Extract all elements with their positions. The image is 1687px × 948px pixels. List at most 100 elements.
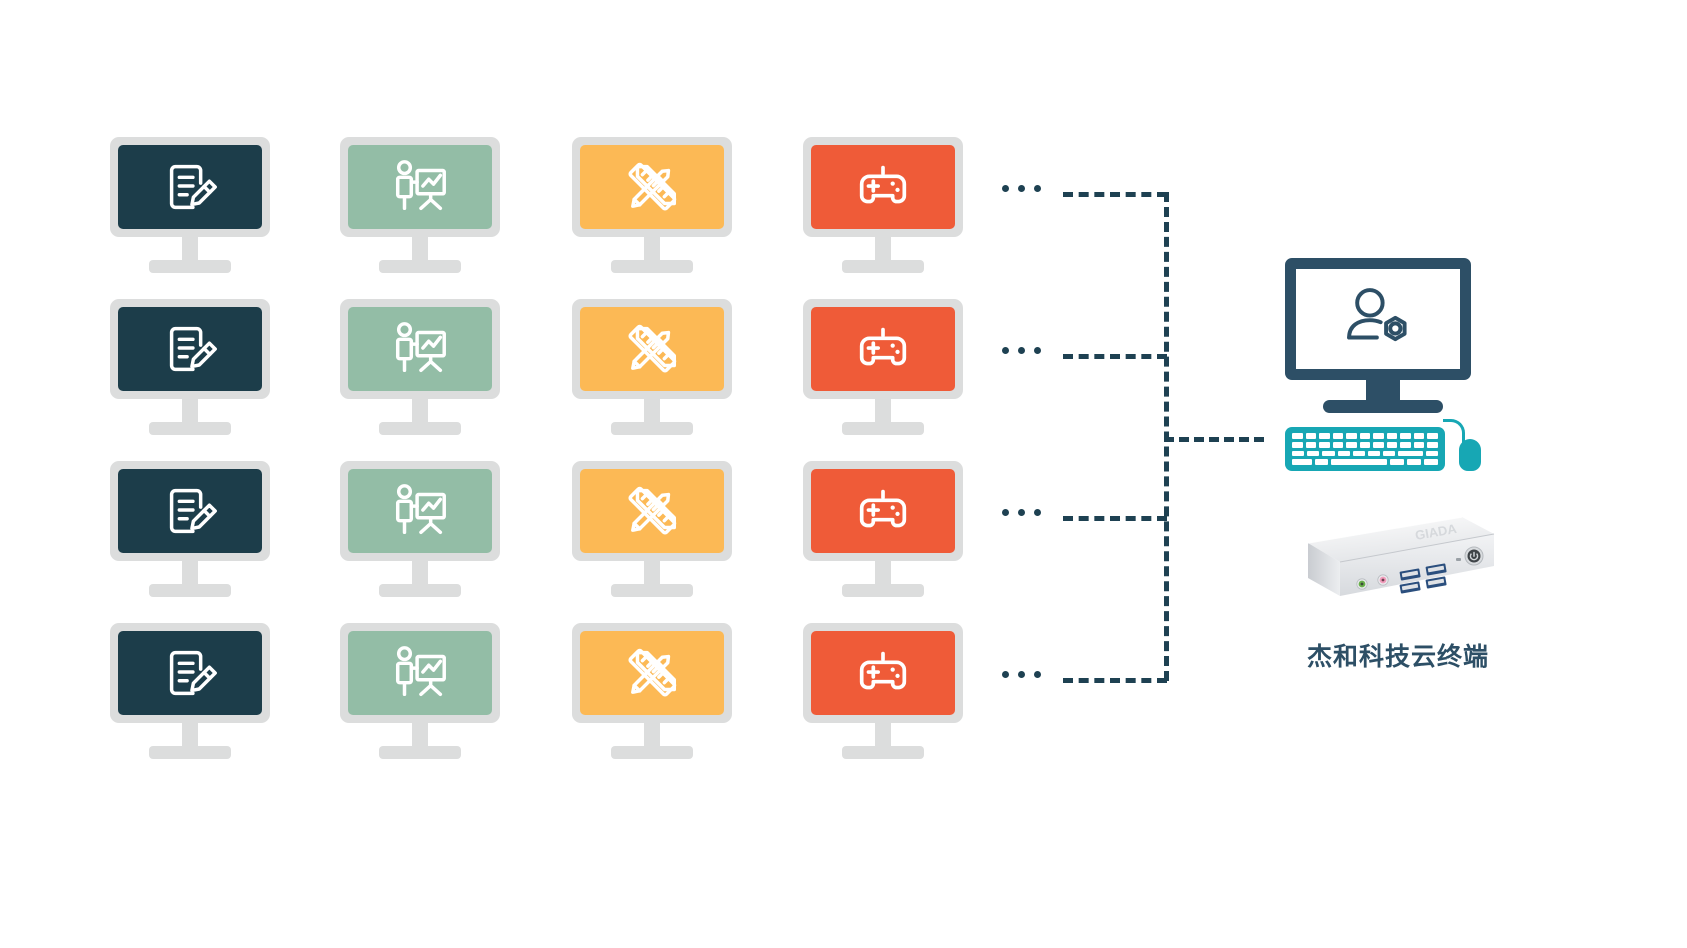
client-monitor-design[interactable]: [572, 461, 732, 597]
monitor-bezel: [572, 137, 732, 237]
admin-workstation: [1285, 258, 1481, 471]
monitor-neck: [644, 723, 660, 746]
monitor-neck: [412, 237, 428, 260]
branch-line-row-4: [1063, 678, 1167, 683]
admin-monitor: [1285, 258, 1481, 413]
monitor-bezel: [110, 137, 270, 237]
ruler-pencil-icon: [621, 318, 683, 380]
monitor-bezel: [572, 461, 732, 561]
monitor-base: [611, 746, 693, 759]
gamepad-icon: [852, 156, 914, 218]
client-monitor-presentation[interactable]: [340, 461, 500, 597]
monitor-screen: [811, 307, 955, 391]
monitor-screen: [348, 307, 492, 391]
client-monitor-gaming[interactable]: [803, 623, 963, 759]
monitor-neck: [644, 237, 660, 260]
monitor-screen: [811, 469, 955, 553]
monitor-bezel: [110, 623, 270, 723]
monitor-screen: [580, 631, 724, 715]
monitor-bezel: [572, 623, 732, 723]
client-monitor-gaming[interactable]: [803, 299, 963, 435]
document-pencil-icon: [159, 318, 221, 380]
monitor-base: [842, 746, 924, 759]
monitor-neck: [875, 399, 891, 422]
monitor-base: [842, 584, 924, 597]
trunk-to-admin-line: [1164, 437, 1264, 442]
client-monitor-document[interactable]: [110, 623, 270, 759]
monitor-base: [842, 422, 924, 435]
monitor-neck: [182, 561, 198, 584]
client-monitor-presentation[interactable]: [340, 299, 500, 435]
client-monitor-design[interactable]: [572, 623, 732, 759]
monitor-screen: [118, 469, 262, 553]
client-monitor-document[interactable]: [110, 299, 270, 435]
monitor-base: [379, 746, 461, 759]
presentation-chart-icon: [389, 156, 451, 218]
monitor-bezel: [803, 461, 963, 561]
monitor-neck: [182, 399, 198, 422]
monitor-neck: [182, 237, 198, 260]
monitor-base: [149, 746, 231, 759]
monitor-bezel: [340, 461, 500, 561]
monitor-base: [149, 260, 231, 273]
monitor-neck: [182, 723, 198, 746]
keyboard-row: [1292, 441, 1439, 448]
monitor-screen: [580, 469, 724, 553]
gamepad-icon: [852, 642, 914, 704]
monitor-base: [379, 260, 461, 273]
monitor-bezel: [340, 299, 500, 399]
client-monitor-design[interactable]: [572, 137, 732, 273]
monitor-base: [842, 260, 924, 273]
keyboard-row: [1292, 450, 1439, 457]
keyboard-row: [1292, 433, 1439, 439]
client-monitor-presentation[interactable]: [340, 623, 500, 759]
monitor-neck: [644, 561, 660, 584]
monitor-bezel: [340, 623, 500, 723]
monitor-neck: [875, 723, 891, 746]
monitor-base: [149, 422, 231, 435]
monitor-base: [379, 584, 461, 597]
monitor-screen: [118, 145, 262, 229]
document-pencil-icon: [159, 642, 221, 704]
monitor-bezel: [110, 299, 270, 399]
mouse-cord: [1443, 419, 1465, 443]
client-monitor-design[interactable]: [572, 299, 732, 435]
ruler-pencil-icon: [621, 156, 683, 218]
admin-monitor-base: [1323, 400, 1443, 413]
ruler-pencil-icon: [621, 480, 683, 542]
monitor-base: [149, 584, 231, 597]
monitor-base: [379, 422, 461, 435]
svg-text:GIADA: GIADA: [1414, 521, 1458, 543]
monitor-neck: [412, 723, 428, 746]
monitor-base: [611, 422, 693, 435]
monitor-base: [611, 584, 693, 597]
admin-monitor-neck: [1366, 380, 1400, 400]
monitor-screen: [811, 631, 955, 715]
monitor-neck: [412, 399, 428, 422]
monitor-screen: [348, 145, 492, 229]
monitor-bezel: [803, 623, 963, 723]
monitor-screen: [118, 307, 262, 391]
client-monitor-document[interactable]: [110, 461, 270, 597]
row-ellipsis: [1002, 185, 1041, 192]
gamepad-icon: [852, 480, 914, 542]
presentation-chart-icon: [389, 480, 451, 542]
trunk-line: [1164, 192, 1169, 681]
monitor-neck: [412, 561, 428, 584]
user-gear-icon: [1347, 288, 1407, 342]
client-monitor-document[interactable]: [110, 137, 270, 273]
monitor-bezel: [110, 461, 270, 561]
row-ellipsis: [1002, 671, 1041, 678]
ruler-pencil-icon: [621, 642, 683, 704]
monitor-neck: [875, 237, 891, 260]
branch-line-row-1: [1063, 192, 1167, 197]
mini-pc-icon: GIADA: [1266, 500, 1496, 620]
monitor-screen: [348, 469, 492, 553]
client-monitor-gaming[interactable]: [803, 461, 963, 597]
client-monitor-gaming[interactable]: [803, 137, 963, 273]
document-pencil-icon: [159, 156, 221, 218]
client-monitor-presentation[interactable]: [340, 137, 500, 273]
row-ellipsis: [1002, 347, 1041, 354]
document-pencil-icon: [159, 480, 221, 542]
device-caption: 杰和科技云终端: [1307, 643, 1490, 671]
